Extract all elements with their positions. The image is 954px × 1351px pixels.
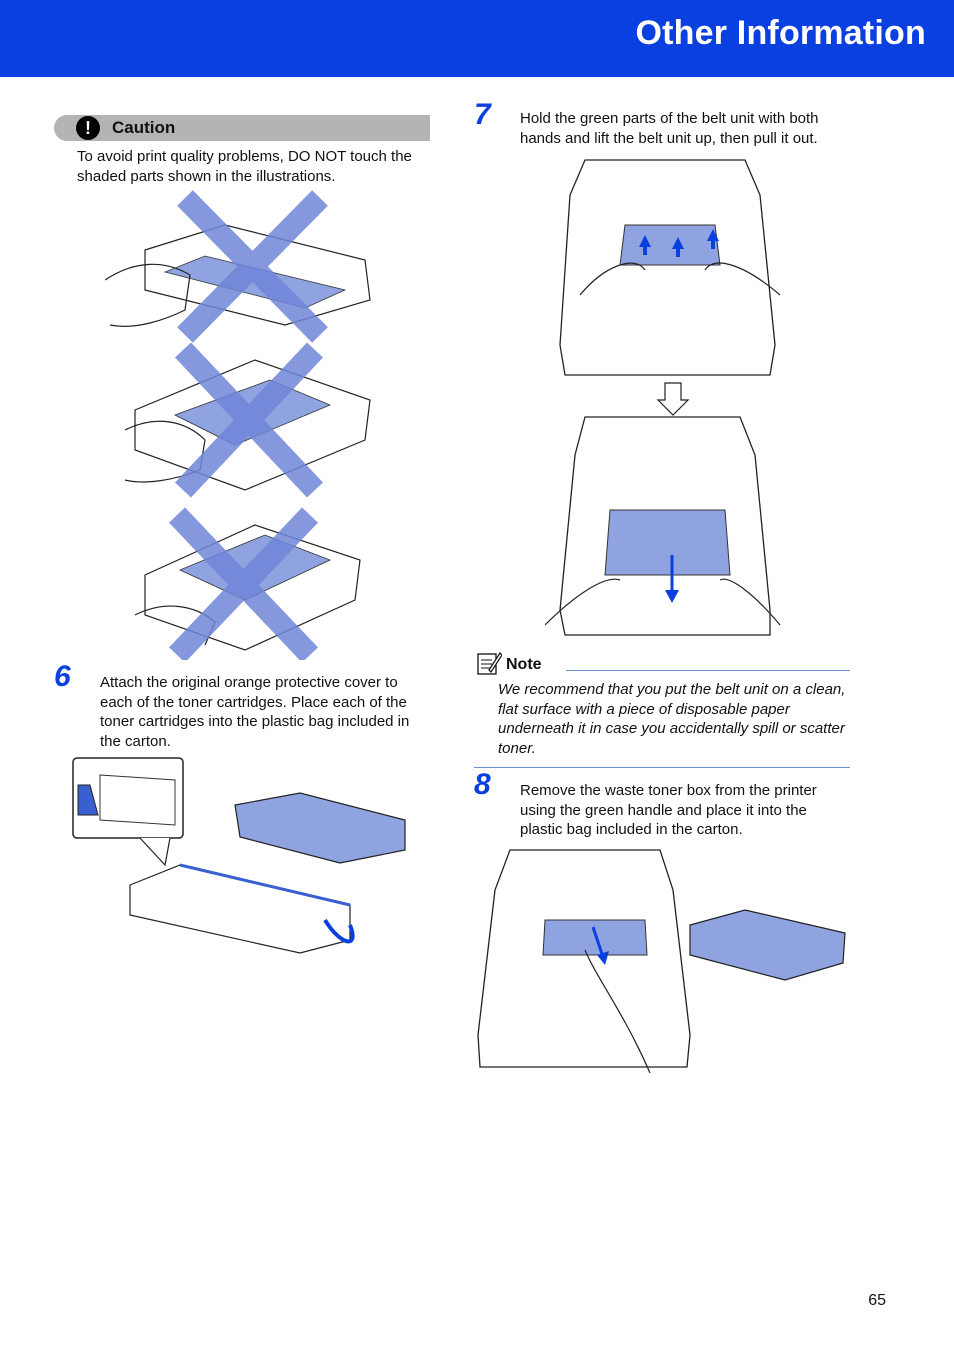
note-divider xyxy=(474,767,850,768)
exclamation-icon: ! xyxy=(76,116,100,140)
caution-label: Caution xyxy=(112,118,176,137)
step-number: 7 xyxy=(474,98,491,131)
belt-unit-removal-illustration xyxy=(545,159,781,636)
page-header: Other Information xyxy=(0,0,954,77)
waste-toner-box-illustration xyxy=(477,849,846,1074)
note-rule xyxy=(566,670,850,671)
page-number: 65 xyxy=(868,1292,886,1309)
caution-text: To avoid print quality problems, DO NOT … xyxy=(77,148,412,185)
page-title: Other Information xyxy=(635,14,926,52)
note-header: Note xyxy=(476,650,850,675)
step-number: 8 xyxy=(474,768,491,801)
note-label: Note xyxy=(506,656,542,673)
caution-illustrations xyxy=(105,190,371,660)
note-text: We recommend that you put the belt unit … xyxy=(498,681,846,757)
note-pencil-icon xyxy=(477,652,502,675)
cross-marks xyxy=(169,190,328,660)
step-text: Remove the waste toner box from the prin… xyxy=(520,782,817,838)
caution-banner: ! Caution xyxy=(54,115,430,141)
step-text: Attach the original orange protective co… xyxy=(100,674,410,750)
toner-cover-illustration xyxy=(72,757,406,954)
step-text: Hold the green parts of the belt unit wi… xyxy=(520,110,819,147)
step-number: 6 xyxy=(54,660,71,693)
